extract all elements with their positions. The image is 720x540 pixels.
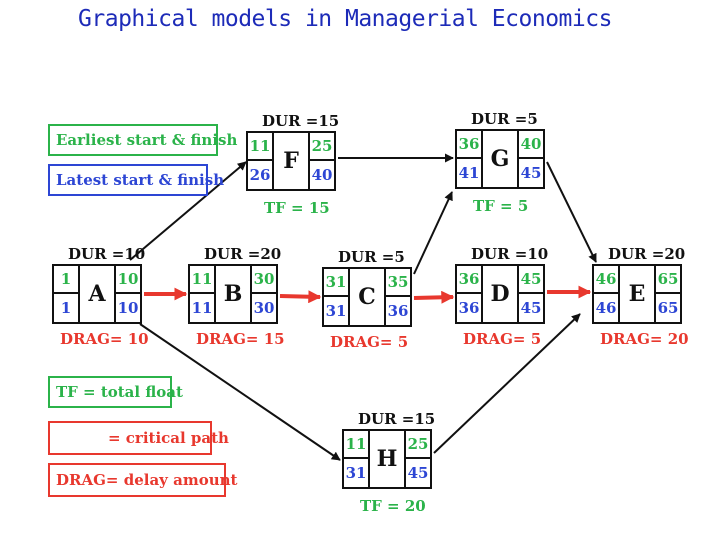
node-f-name: F	[283, 148, 299, 174]
node-f-total-float: TF = 15	[264, 199, 330, 217]
node-e-ef: 65	[654, 266, 680, 294]
edge-g-e	[546, 161, 597, 263]
node-h-ls: 31	[344, 459, 370, 487]
node-d-duration: DUR =10	[471, 245, 549, 263]
node-h-name: H	[376, 446, 398, 472]
node-f-duration: DUR =15	[262, 112, 340, 130]
node-h-total-float: TF = 20	[360, 497, 426, 515]
node-g-lf: 45	[517, 159, 543, 187]
node-a-name: A	[88, 281, 106, 307]
node-g-ls: 41	[457, 159, 483, 187]
node-b-ls: 11	[190, 294, 216, 322]
page-title: Graphical models in Managerial Economics	[78, 6, 612, 32]
node-d-ef: 45	[517, 266, 543, 294]
node-c-ef: 35	[384, 269, 410, 297]
legend-earliest: Earliest start & finish	[48, 124, 237, 156]
legend-latest: Latest start & finish	[48, 164, 224, 196]
node-b-name: B	[223, 281, 243, 307]
node-b-duration: DUR =20	[204, 245, 282, 263]
node-e-ls: 46	[594, 294, 620, 322]
node-e-drag: DRAG= 20	[600, 330, 689, 348]
edge-b-c-critical	[279, 290, 322, 304]
node-g-duration: DUR =5	[471, 110, 538, 128]
node-d-lf: 45	[517, 294, 543, 322]
legend-drag: DRAG= delay amount	[48, 463, 237, 497]
node-c-ls: 31	[324, 297, 350, 325]
edge-a-h	[139, 323, 341, 461]
edge-h-e	[433, 313, 581, 454]
node-h-lf: 45	[404, 459, 430, 487]
node-g-name: G	[490, 146, 510, 172]
node-c-es: 31	[324, 269, 350, 297]
edge-a-f	[129, 161, 247, 261]
legend-total-float: TF = total float	[48, 376, 183, 408]
node-d-es: 36	[457, 266, 483, 294]
node-h-es: 11	[344, 431, 370, 459]
node-e-name: E	[628, 281, 646, 307]
edge-c-d-critical	[413, 290, 455, 304]
node-e-duration: DUR =20	[608, 245, 686, 263]
node-a-ls: 1	[54, 294, 80, 322]
node-c-drag: DRAG= 5	[330, 333, 409, 351]
node-e-lf: 65	[654, 294, 680, 322]
legend-critical-path: = critical path	[48, 421, 229, 455]
node-c-duration: DUR =5	[338, 248, 405, 266]
node-a-drag: DRAG= 10	[60, 330, 149, 348]
node-c-lf: 36	[384, 297, 410, 325]
node-f-lf: 40	[308, 161, 334, 189]
node-a-ef: 10	[114, 266, 140, 294]
node-g-total-float: TF = 5	[473, 197, 529, 215]
node-b-lf: 30	[250, 294, 276, 322]
edge-c-g	[413, 191, 453, 275]
node-f-ls: 26	[248, 161, 274, 189]
node-e-es: 46	[594, 266, 620, 294]
node-c-name: C	[358, 284, 376, 310]
node-a-duration: DUR =10	[68, 245, 146, 263]
node-g-es: 36	[457, 131, 483, 159]
node-f-ef: 25	[308, 133, 334, 161]
node-g-ef: 40	[517, 131, 543, 159]
node-a-es: 1	[54, 266, 80, 294]
node-b-drag: DRAG= 15	[196, 330, 285, 348]
node-d-ls: 36	[457, 294, 483, 322]
node-d-name: D	[490, 281, 510, 307]
node-h-duration: DUR =15	[358, 410, 436, 428]
node-f-es: 11	[248, 133, 274, 161]
node-d-drag: DRAG= 5	[463, 330, 542, 348]
node-h-ef: 25	[404, 431, 430, 459]
node-b-es: 11	[190, 266, 216, 294]
node-b-ef: 30	[250, 266, 276, 294]
node-a-lf: 10	[114, 294, 140, 322]
